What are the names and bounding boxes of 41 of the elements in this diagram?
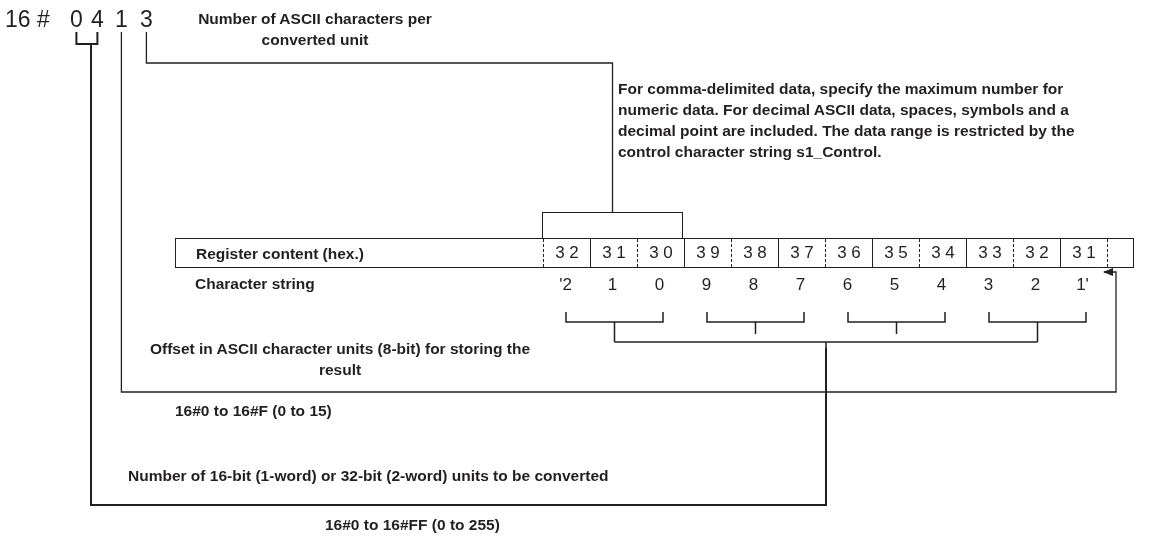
register-cell: 3 8 <box>731 239 778 267</box>
register-cell: 3 9 <box>684 239 731 267</box>
register-cell: 3 0 <box>637 239 684 267</box>
row-heading: Register content (hex.) <box>196 244 364 264</box>
annotation-text: For comma-delimited data, specify the maximum number for numeric data. For decimal ASCII data, spaces, symbols and a decimal point are included. The data range is restricted by the control character string s1_Control. <box>618 79 1076 162</box>
character: 1' <box>1075 275 1090 295</box>
register-cell: 3 3 <box>966 239 1013 267</box>
annotation-text: Number of ASCII characters per converted unit <box>197 9 433 50</box>
character: 7 <box>794 275 807 295</box>
arrow <box>120 31 1117 393</box>
character: 8 <box>747 275 760 295</box>
annotation-text: Number of 16-bit (1-word) or 32-bit (2-word) units to be converted <box>128 466 609 486</box>
character: 4 <box>935 275 948 295</box>
annotation-text: Offset in ASCII character units (8-bit) for storing the result <box>148 339 532 380</box>
character: 5 <box>888 275 901 295</box>
register-cell: 3 2 <box>543 239 590 267</box>
register-row <box>175 238 1134 268</box>
prefix-text: 16 # <box>5 6 50 32</box>
character: 6 <box>841 275 854 295</box>
character: 9 <box>700 275 713 295</box>
digit: 3 <box>140 6 153 32</box>
register-cell: 3 1 <box>590 239 637 267</box>
range-text: 16#0 to 16#F (0 to 15) <box>175 401 332 421</box>
character: '2 <box>558 275 573 295</box>
row-label: Character string <box>195 274 315 294</box>
character: 0 <box>653 275 666 295</box>
leader-line <box>145 31 614 213</box>
register-cell: 3 5 <box>872 239 919 267</box>
register-cell: 3 1 <box>1060 239 1107 267</box>
character: 1 <box>606 275 619 295</box>
bracket <box>542 212 683 238</box>
register-cell: 3 6 <box>825 239 872 267</box>
character: 3 <box>982 275 995 295</box>
digit: 1 <box>115 6 128 32</box>
register-cell: 3 4 <box>919 239 966 267</box>
character: 2 <box>1029 275 1042 295</box>
digit: 4 <box>91 6 104 32</box>
register-cell: 3 7 <box>778 239 825 267</box>
register-cell: 3 2 <box>1013 239 1060 267</box>
range-text: 16#0 to 16#FF (0 to 255) <box>325 515 500 535</box>
digit: 0 <box>70 6 83 32</box>
